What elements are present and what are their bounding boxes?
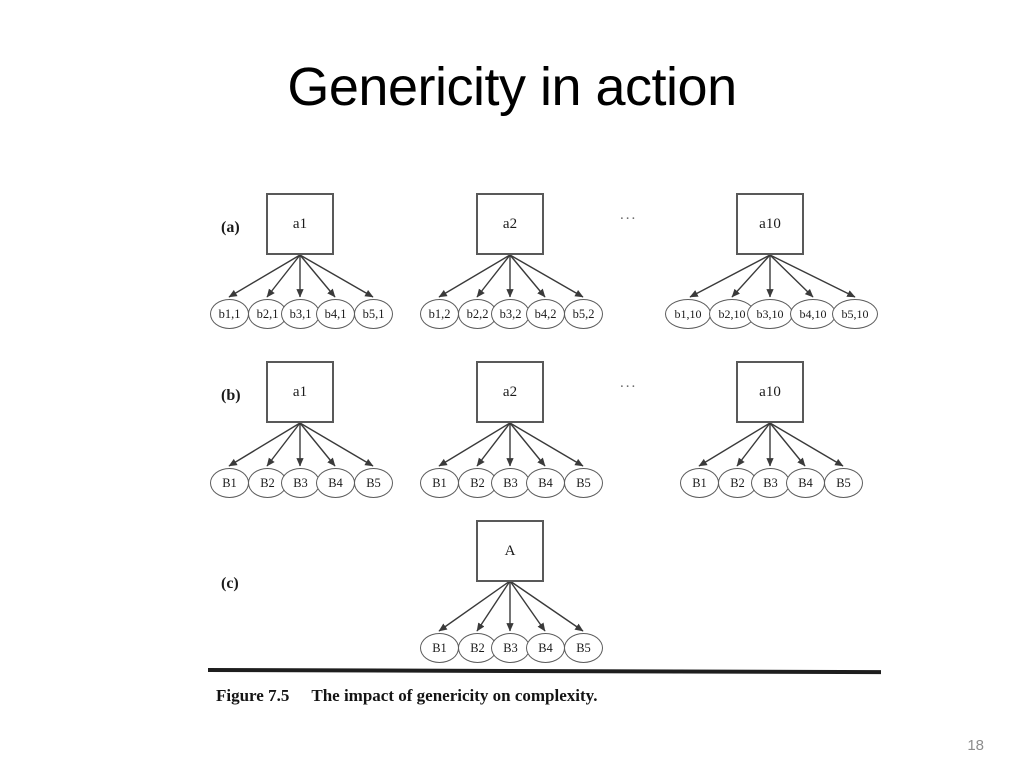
node-ellipse-c-1-3: B3 <box>491 633 530 663</box>
node-box-b-3: a10 <box>736 361 804 423</box>
figure-diagram: (a) a1 a2 a10 ... b1,1 b2,1 b3,1 b4,1 b5… <box>205 175 895 720</box>
node-ellipse-a-3-3: b3,10 <box>747 299 793 329</box>
node-box-a-2: a2 <box>476 193 544 255</box>
node-ellipse-a-2-3: b3,2 <box>491 299 530 329</box>
node-ellipse-b-1-4: B4 <box>316 468 355 498</box>
node-ellipse-b-2-3: B3 <box>491 468 530 498</box>
node-ellipse-a-3-5: b5,10 <box>832 299 878 329</box>
node-box-c-1: A <box>476 520 544 582</box>
row-label-b: (b) <box>221 387 241 404</box>
node-ellipse-b-2-2: B2 <box>458 468 497 498</box>
node-ellipse-b-3-2: B2 <box>718 468 757 498</box>
node-ellipse-b-3-5: B5 <box>824 468 863 498</box>
group-ellipsis-b: ... <box>620 375 638 391</box>
row-label-c: (c) <box>221 575 239 592</box>
node-box-b-1: a1 <box>266 361 334 423</box>
page-title: Genericity in action <box>287 57 737 117</box>
node-ellipse-a-2-2: b2,2 <box>458 299 497 329</box>
node-box-a-3: a10 <box>736 193 804 255</box>
node-ellipse-c-1-1: B1 <box>420 633 459 663</box>
slide-page-number: 18 <box>967 737 984 754</box>
node-ellipse-b-3-1: B1 <box>680 468 719 498</box>
node-ellipse-a-3-4: b4,10 <box>790 299 836 329</box>
node-ellipse-b-2-1: B1 <box>420 468 459 498</box>
node-ellipse-a-1-5: b5,1 <box>354 299 393 329</box>
node-ellipse-b-1-3: B3 <box>281 468 320 498</box>
node-ellipse-c-1-4: B4 <box>526 633 565 663</box>
figure-caption-text: The impact of genericity on complexity. <box>311 686 598 705</box>
node-ellipse-a-1-3: b3,1 <box>281 299 320 329</box>
node-ellipse-a-3-1: b1,10 <box>665 299 711 329</box>
row-label-a: (a) <box>221 219 240 236</box>
node-ellipse-a-2-1: b1,2 <box>420 299 459 329</box>
node-ellipse-b-3-4: B4 <box>786 468 825 498</box>
node-box-b-2: a2 <box>476 361 544 423</box>
node-ellipse-a-2-4: b4,2 <box>526 299 565 329</box>
node-ellipse-a-1-4: b4,1 <box>316 299 355 329</box>
group-ellipsis-a: ... <box>620 207 638 223</box>
node-ellipse-a-1-2: b2,1 <box>248 299 287 329</box>
node-ellipse-b-1-5: B5 <box>354 468 393 498</box>
figure-caption: Figure 7.5 The impact of genericity on co… <box>216 686 597 706</box>
node-ellipse-b-1-2: B2 <box>248 468 287 498</box>
node-ellipse-b-2-4: B4 <box>526 468 565 498</box>
node-box-a-1: a1 <box>266 193 334 255</box>
node-ellipse-b-2-5: B5 <box>564 468 603 498</box>
connector-group <box>228 254 856 632</box>
node-ellipse-a-2-5: b5,2 <box>564 299 603 329</box>
node-ellipse-c-1-5: B5 <box>564 633 603 663</box>
figure-caption-number: Figure 7.5 <box>216 686 290 705</box>
node-ellipse-b-1-1: B1 <box>210 468 249 498</box>
node-ellipse-b-3-3: B3 <box>751 468 790 498</box>
figure-connectors-layer <box>228 254 856 632</box>
node-ellipse-a-1-1: b1,1 <box>210 299 249 329</box>
